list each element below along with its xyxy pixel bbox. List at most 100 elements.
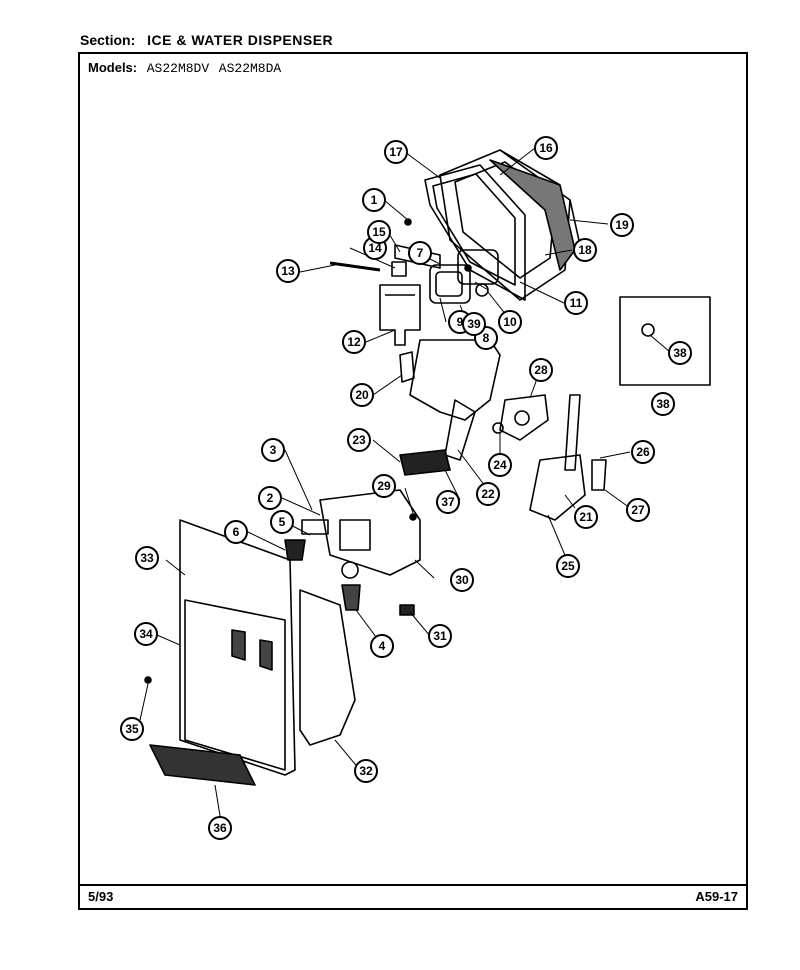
footer-divider — [80, 884, 746, 886]
callout-circle — [362, 188, 386, 212]
callout-circle — [534, 136, 558, 160]
callout-number: 2 — [267, 491, 274, 505]
callout-number: 22 — [481, 487, 495, 501]
callout-number: 10 — [503, 315, 517, 329]
callout-number: 13 — [281, 264, 295, 278]
callout-circle — [651, 392, 675, 416]
callout-circle — [564, 291, 588, 315]
callout-number: 15 — [372, 225, 386, 239]
callout-number: 14 — [368, 241, 382, 255]
part-callout: 17 — [384, 140, 408, 164]
callout-number: 29 — [377, 479, 391, 493]
actuator — [492, 394, 549, 441]
screw-icon — [144, 676, 152, 684]
part-callout: 31 — [428, 624, 452, 648]
callout-circle — [270, 510, 294, 534]
callout-number: 1 — [371, 193, 378, 207]
ice-pad — [399, 449, 451, 476]
callout-number: 7 — [417, 246, 424, 260]
callout-circle — [354, 759, 378, 783]
callout-circle — [556, 554, 580, 578]
callout-number: 39 — [467, 317, 481, 331]
callout-number: 18 — [578, 243, 592, 257]
ice-chute-housing — [439, 149, 581, 301]
part-callout: 27 — [626, 498, 650, 522]
section-title: ICE & WATER DISPENSER — [147, 32, 334, 48]
part-callout: 25 — [556, 554, 580, 578]
callout-circle — [276, 259, 300, 283]
part-callout: 5 — [270, 510, 294, 534]
callout-circle — [436, 490, 460, 514]
detail-box — [619, 296, 711, 386]
callout-number: 5 — [279, 515, 286, 529]
callout-circle — [370, 634, 394, 658]
part-callout: 2 — [258, 486, 282, 510]
callout-number: 38 — [673, 346, 687, 360]
part-callout: 33 — [135, 546, 159, 570]
part-callout: 38 — [668, 341, 692, 365]
callout-circle — [408, 241, 432, 265]
part-callout: 28 — [529, 358, 553, 382]
part-callout: 4 — [370, 634, 394, 658]
callout-number: 24 — [493, 458, 507, 472]
callout-circle — [573, 238, 597, 262]
dispenser-housing — [299, 589, 356, 746]
revision-date: 5/93 — [88, 889, 114, 904]
screw-icon — [409, 513, 417, 521]
part-callout: 26 — [631, 440, 655, 464]
callout-circle — [488, 453, 512, 477]
callout-number: 23 — [352, 433, 366, 447]
lever-arm — [529, 394, 607, 521]
callout-number: 4 — [379, 639, 386, 653]
callout-circle — [134, 622, 158, 646]
callout-circle — [668, 341, 692, 365]
callout-circle — [347, 428, 371, 452]
callout-number: 27 — [631, 503, 645, 517]
callout-number: 9 — [457, 315, 464, 329]
callout-number: 26 — [636, 445, 650, 459]
callout-circle — [342, 330, 366, 354]
section-label: Section: — [80, 32, 136, 48]
callout-number: 35 — [125, 722, 139, 736]
part-callout: 24 — [488, 453, 512, 477]
part-callout: 11 — [564, 291, 588, 315]
model-number: AS22M8DV — [146, 61, 210, 76]
callout-circle — [626, 498, 650, 522]
part-callout: 34 — [134, 622, 158, 646]
part-callout: 13 — [276, 259, 300, 283]
section-header: Section: ICE & WATER DISPENSER — [80, 32, 333, 48]
water-valve — [284, 489, 421, 616]
callout-circle — [529, 358, 553, 382]
part-callout: 16 — [534, 136, 558, 160]
callout-number: 31 — [433, 629, 447, 643]
callout-circle — [610, 213, 634, 237]
part-callout: 7 — [408, 241, 432, 265]
callout-number: 33 — [140, 551, 154, 565]
callout-number: 16 — [539, 141, 553, 155]
part-callout: 39 — [462, 312, 486, 336]
callout-circle — [258, 486, 282, 510]
callout-number: 11 — [570, 296, 583, 310]
part-callout: 20 — [350, 383, 374, 407]
part-callout: 36 — [208, 816, 232, 840]
callout-number: 25 — [561, 559, 575, 573]
callout-number: 28 — [534, 363, 548, 377]
callout-number: 12 — [347, 335, 361, 349]
callout-circle — [224, 520, 248, 544]
models-label: Models: — [88, 60, 138, 75]
callout-circle — [428, 624, 452, 648]
callout-number: 6 — [233, 525, 240, 539]
ice-chute — [399, 339, 501, 461]
model-number: AS22M8DA — [218, 61, 282, 76]
part-callout: 10 — [498, 310, 522, 334]
part-callout: 37 — [436, 490, 460, 514]
callout-circle — [120, 717, 144, 741]
part-callout: 12 — [342, 330, 366, 354]
callout-number: 32 — [359, 764, 373, 778]
callout-circle — [631, 440, 655, 464]
part-callout: 35 — [120, 717, 144, 741]
part-callout: 21 — [574, 505, 598, 529]
callout-number: 36 — [213, 821, 227, 835]
